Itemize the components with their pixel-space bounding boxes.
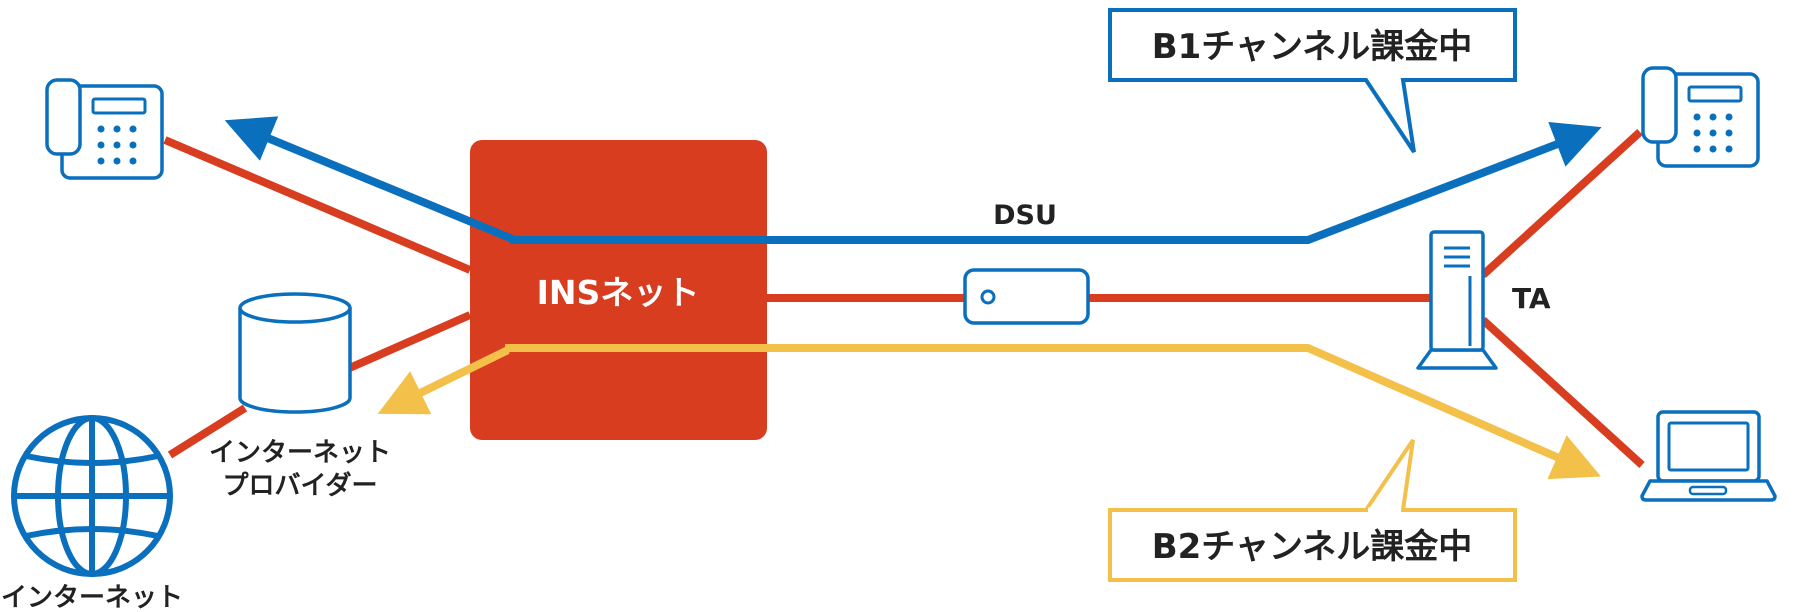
line-ta-to-laptop	[1480, 317, 1645, 468]
dsu-device-icon	[963, 268, 1090, 325]
isp-label-line1: インターネット	[209, 438, 391, 468]
laptop-icon	[1640, 410, 1777, 502]
b1-channel-path	[510, 121, 1602, 244]
ins-network-box	[470, 140, 767, 440]
ins-network-label: INSネット	[537, 273, 700, 312]
ta-label: TA	[1512, 282, 1551, 315]
b2-channel-left-arrow	[377, 346, 510, 415]
b2-callout-text: B2チャンネル課金中	[1152, 527, 1473, 567]
b2-callout: B2チャンネル課金中	[1108, 438, 1517, 582]
ta-device-icon	[1416, 230, 1498, 370]
b1-channel-left-arrow	[224, 116, 517, 244]
line-left-phone-to-ins	[163, 136, 472, 274]
line-isp-to-ins	[343, 311, 472, 374]
globe-icon	[11, 415, 173, 577]
telephone-icon	[45, 78, 164, 180]
b1-callout-text: B1チャンネル課金中	[1152, 27, 1473, 67]
line-ta-to-right-phone	[1480, 129, 1643, 278]
b1-callout: B1チャンネル課金中	[1108, 8, 1517, 154]
internet-label: インターネット	[1, 583, 183, 612]
b2-channel-path	[505, 344, 1601, 480]
dsu-label: DSU	[993, 200, 1057, 231]
isp-label-line2: プロバイダー	[223, 470, 378, 501]
telephone-icon	[1641, 66, 1760, 168]
line-internet-to-isp	[167, 404, 248, 459]
database-icon	[238, 292, 352, 414]
